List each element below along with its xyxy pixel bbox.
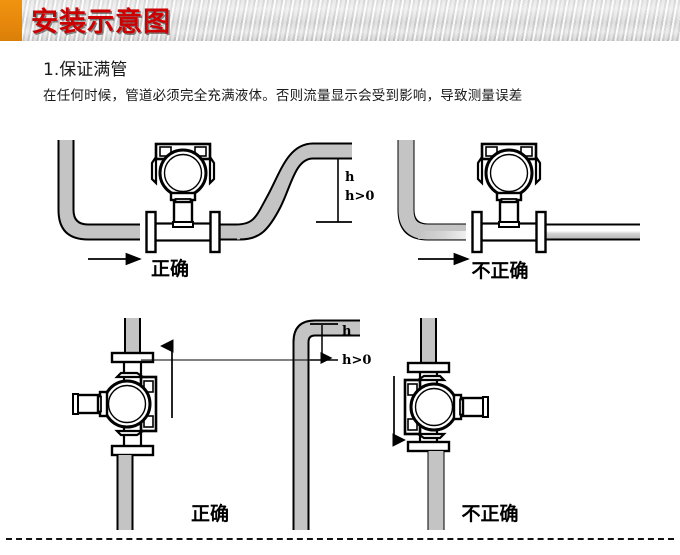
page-title: 安装示意图: [31, 7, 171, 38]
dimension-label-h-condition: h>0: [345, 189, 374, 204]
figure-caption-top-right: 不正确: [471, 259, 528, 282]
header-accent-bar: [0, 0, 22, 41]
figure-top-left-correct: h h>0 正确: [57, 140, 374, 280]
figure-bottom-left-correct: h h>0 正确: [71, 318, 371, 530]
page-header-banner: 安装示意图: [0, 0, 680, 41]
dimension-label-h-condition-bottom: h>0: [342, 353, 371, 368]
figure-caption-bottom-left: 正确: [191, 502, 229, 525]
figure-top-right-incorrect: 不正确: [397, 140, 640, 282]
section-heading: 1.保证满管: [43, 60, 128, 80]
section-description: 在任何时候，管道必须完全充满液体。否则流量显示会受到影响，导致测量误差: [43, 88, 523, 104]
footer-divider: [6, 538, 674, 540]
figure-bottom-right-incorrect: 不正确: [392, 318, 519, 530]
figure-caption-bottom-right: 不正确: [461, 502, 518, 525]
figure-caption-top-left: 正确: [151, 257, 189, 280]
dimension-label-h-bottom: h: [342, 324, 352, 339]
diagram-area: h h>0 正确 不正确: [0, 118, 680, 530]
dimension-label-h: h: [345, 170, 355, 185]
